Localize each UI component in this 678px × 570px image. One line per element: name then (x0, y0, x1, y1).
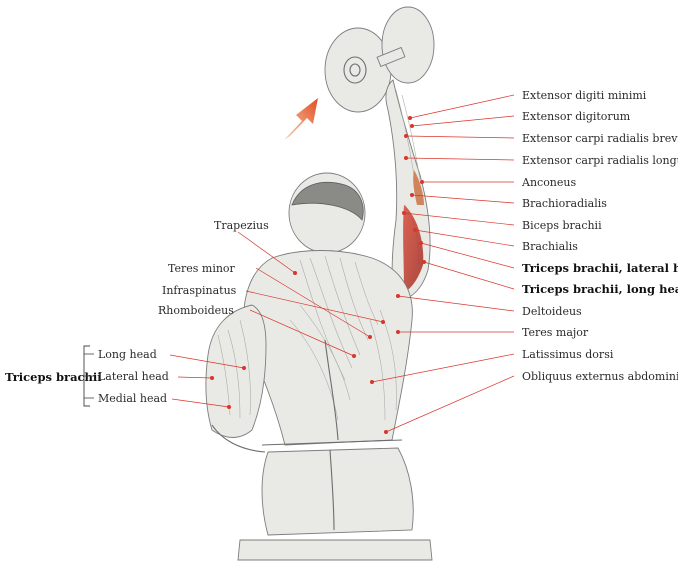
label-long-head: Long head (98, 348, 246, 370)
svg-text:Latissimus dorsi: Latissimus dorsi (522, 348, 614, 361)
dumbbell-plate-front (324, 27, 392, 113)
svg-text:Triceps brachii, lateral head: Triceps brachii, lateral head (522, 261, 678, 275)
label-extensor-digitorum: Extensor digitorum (410, 110, 631, 128)
svg-text:Rhomboideus: Rhomboideus (158, 304, 234, 317)
label-triceps-long-head: Triceps brachii, long head (422, 260, 678, 296)
svg-text:Brachialis: Brachialis (522, 240, 578, 253)
label-medial-head: Medial head (98, 392, 231, 409)
svg-text:Biceps brachii: Biceps brachii (522, 219, 602, 232)
svg-text:Medial head: Medial head (98, 392, 167, 405)
anconeus-highlight (413, 170, 424, 205)
svg-text:Extensor carpi radialis brevis: Extensor carpi radialis brevis (522, 132, 678, 145)
dumbbell-plate-back (381, 6, 435, 84)
label-deltoideus: Deltoideus (396, 294, 582, 318)
dumbbell-bar (376, 46, 406, 68)
label-lateral-head: Lateral head (98, 370, 214, 383)
up-arrow-icon (284, 98, 318, 140)
svg-text:Long head: Long head (98, 348, 157, 361)
label-brachialis: Brachialis (413, 228, 578, 253)
svg-text:Triceps brachii, long head: Triceps brachii, long head (522, 282, 678, 296)
svg-text:Teres major: Teres major (522, 326, 589, 339)
dumbbell (324, 6, 435, 113)
label-brachioradialis: Brachioradialis (410, 193, 607, 210)
svg-text:Teres minor: Teres minor (168, 262, 236, 275)
head (288, 172, 366, 254)
label-latissimus-dorsi: Latissimus dorsi (370, 348, 614, 384)
svg-text:Deltoideus: Deltoideus (522, 305, 582, 318)
svg-text:Extensor digiti minimi: Extensor digiti minimi (522, 89, 647, 102)
label-infraspinatus: Infraspinatus (162, 284, 385, 324)
label-anconeus: Anconeus (420, 176, 576, 189)
triceps-highlight (403, 205, 424, 292)
label-teres-major: Teres major (396, 326, 589, 339)
label-teres-minor: Teres minor (168, 262, 372, 339)
triceps-group-title: Triceps brachii (5, 370, 102, 384)
label-extensor-carpi-radialis-longus: Extensor carpi radialis longus (404, 154, 678, 167)
label-trapezius: Trapezius (214, 219, 297, 275)
triceps-group: Triceps brachii Long head Lateral head M… (5, 345, 246, 409)
svg-text:Brachioradialis: Brachioradialis (522, 197, 607, 210)
svg-text:Extensor carpi radialis longus: Extensor carpi radialis longus (522, 154, 678, 167)
label-triceps-lateral-head: Triceps brachii, lateral head (419, 241, 678, 275)
dumbbell-hub (343, 56, 367, 84)
svg-text:Trapezius: Trapezius (214, 219, 269, 232)
label-extensor-digiti-minimi: Extensor digiti minimi (408, 89, 647, 120)
svg-text:Extensor digitorum: Extensor digitorum (522, 110, 631, 123)
label-obliquus-externus: Obliquus externus abdominis (384, 370, 678, 434)
svg-text:Infraspinatus: Infraspinatus (162, 284, 237, 297)
label-rhomboideus: Rhomboideus (158, 304, 356, 358)
lowered-arm (205, 304, 267, 453)
svg-text:Obliquus externus abdominis: Obliquus externus abdominis (522, 370, 678, 383)
raised-arm (385, 79, 431, 303)
seat (237, 439, 433, 561)
right-labels: Extensor digiti minimi Extensor digitoru… (370, 89, 678, 434)
label-extensor-carpi-radialis-brevis: Extensor carpi radialis brevis (404, 132, 678, 145)
left-labels: Trapezius Teres minor Infraspinatus Rhom… (158, 219, 385, 358)
torso (243, 250, 413, 446)
svg-text:Lateral head: Lateral head (98, 370, 169, 383)
svg-text:Anconeus: Anconeus (521, 176, 576, 189)
label-biceps-brachii: Biceps brachii (402, 211, 602, 232)
